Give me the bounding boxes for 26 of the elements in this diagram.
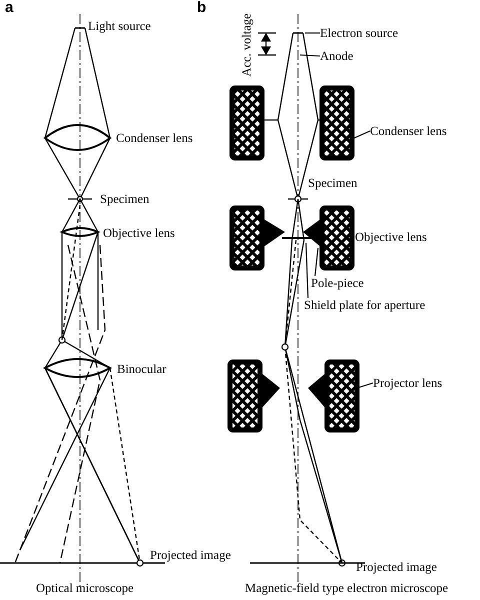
leader-line xyxy=(305,32,320,34)
part-label: Light source xyxy=(88,19,151,33)
callout-label: Electron source xyxy=(320,26,398,40)
callout-label: Projector lens xyxy=(373,376,442,390)
leader-line xyxy=(352,130,370,140)
part-label: Objective lens xyxy=(103,226,175,240)
leader-line xyxy=(356,382,374,389)
callout-label: Anode xyxy=(320,49,354,63)
figure-caption: Magnetic-field type electron microscope xyxy=(245,581,448,595)
leader-line xyxy=(305,242,309,298)
part-label: Projected image xyxy=(356,560,437,574)
callout-label: Condenser lens xyxy=(370,124,447,138)
panel-letter: a xyxy=(5,1,14,15)
part-label: Binocular xyxy=(117,362,166,376)
leader-line xyxy=(300,54,320,57)
leader-line xyxy=(314,248,319,276)
part-label: Objective lens xyxy=(355,230,427,244)
part-label: Acc. voltage xyxy=(240,13,254,77)
part-label: Specimen xyxy=(100,192,150,206)
part-label: Condenser lens xyxy=(116,131,193,145)
callout-label: Shield plate for aperture xyxy=(304,298,426,312)
panel-letter: b xyxy=(197,1,206,15)
callout-label: Pole-piece xyxy=(311,276,364,290)
figure-caption: Optical microscope xyxy=(36,581,134,595)
part-label: Specimen xyxy=(308,176,358,190)
part-label: Projected image xyxy=(150,548,231,562)
